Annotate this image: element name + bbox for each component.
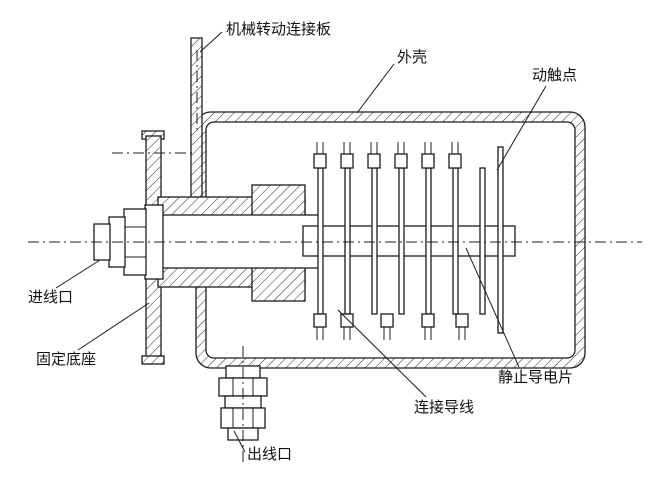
label-fixed-base: 固定底座	[36, 350, 96, 368]
conductive-strip	[398, 167, 405, 315]
label-static-strip: 静止导电片	[498, 368, 573, 386]
conductive-strip	[425, 167, 432, 315]
conductive-strip	[479, 167, 486, 315]
contact-square	[421, 153, 435, 169]
leader-moving-contact	[496, 85, 547, 171]
leader-lines	[55, 31, 547, 453]
leader-connecting-wire	[337, 309, 427, 398]
leader-outlet	[233, 430, 246, 453]
label-connecting-wire: 连接导线	[414, 398, 474, 416]
contact-square	[394, 153, 408, 169]
label-outlet: 出线口	[247, 445, 292, 463]
contact-square	[313, 153, 327, 169]
label-inlet: 进线口	[28, 288, 73, 306]
conductive-strip	[317, 167, 324, 315]
leader-rotating-plate	[199, 31, 223, 53]
contact-square	[340, 153, 354, 169]
contact-square	[367, 153, 381, 169]
contact-square	[421, 313, 435, 328]
label-moving-contact: 动触点	[532, 66, 577, 84]
contact-square	[455, 313, 469, 328]
contact-square	[380, 313, 394, 328]
label-rotating-plate: 机械转动连接板	[226, 20, 331, 38]
label-shell: 外壳	[397, 48, 427, 66]
bottom-contacts	[313, 313, 469, 340]
conductive-strip	[344, 167, 351, 315]
conductive-strip	[371, 167, 378, 315]
contact-square	[448, 153, 462, 169]
conductive-strip	[452, 167, 459, 315]
leader-fixed-base	[77, 302, 150, 351]
top-contacts	[313, 142, 462, 169]
contact-square	[313, 313, 327, 328]
labels: 机械转动连接板 外壳 动触点 进线口 固定底座 连接导线 静止导电片 出线口	[28, 20, 577, 463]
leader-shell	[356, 63, 395, 114]
centerlines	[28, 50, 642, 466]
leader-inlet	[55, 259, 101, 289]
moving-contact-plate	[497, 146, 504, 334]
shaft-sleeve	[157, 184, 321, 302]
leader-static-strip	[465, 247, 520, 368]
contact-square	[340, 313, 354, 328]
